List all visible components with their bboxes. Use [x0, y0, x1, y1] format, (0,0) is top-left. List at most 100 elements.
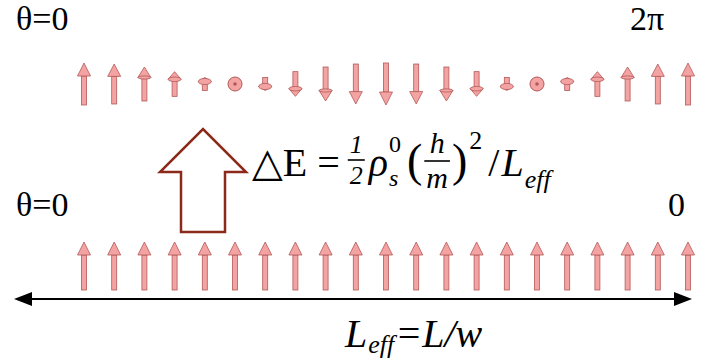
spin-arrow [259, 78, 272, 91]
spin-shaft [474, 255, 479, 290]
spin-arrow [380, 63, 393, 105]
formula-part: 2 [350, 163, 363, 189]
formula-part: / [488, 143, 499, 183]
spin-arrow [319, 67, 332, 101]
spin-arrow [682, 242, 695, 290]
spin-arrow [440, 67, 453, 101]
formula-part: 2 [469, 128, 482, 154]
formula-part: eff [368, 332, 394, 358]
spin-head [500, 242, 513, 255]
spin-shaft [414, 64, 419, 92]
formula-part: =L/w [395, 314, 482, 354]
spin-head [349, 242, 362, 255]
spin-tip-dot [233, 82, 237, 86]
spin-head [682, 242, 695, 255]
spin-arrow [108, 242, 121, 290]
spin-head [380, 92, 393, 105]
spin-head [78, 63, 91, 76]
spin-head-base [319, 89, 332, 92]
spin-head [561, 242, 574, 255]
spin-arrow [319, 242, 332, 290]
spin-arrow [530, 77, 544, 91]
spin-shaft [655, 76, 660, 104]
spin-shaft [565, 255, 570, 290]
formula-part: L [501, 143, 523, 183]
spin-arrow [410, 64, 423, 104]
spin-arrow [591, 72, 604, 97]
spin-arrow [78, 63, 91, 105]
spin-head [108, 64, 121, 76]
spin-shaft [353, 255, 358, 290]
spin-arrow [259, 242, 272, 290]
spin-tip-dot [535, 82, 539, 86]
spin-head [289, 242, 302, 255]
spin-head-base [561, 78, 574, 84]
spin-arrow [651, 64, 664, 104]
spin-shaft [686, 76, 691, 105]
spin-head [682, 63, 695, 76]
spin-arrow [591, 242, 604, 290]
spin-shaft [535, 255, 540, 290]
spin-shaft [82, 255, 87, 290]
spin-shaft [323, 67, 328, 90]
spin-head-base [289, 86, 302, 90]
spin-arrow [500, 78, 513, 91]
spin-arrow [380, 242, 393, 290]
formula-part: = [317, 143, 340, 183]
angle-label: 2π [630, 2, 664, 36]
length-arrow-head [674, 292, 692, 306]
spin-head [380, 242, 393, 255]
spin-arrow [470, 242, 483, 290]
spin-arrow [500, 242, 513, 290]
spin-arrow [440, 242, 453, 290]
spin-head [198, 242, 211, 255]
spin-arrow [682, 63, 695, 105]
spin-head [410, 92, 423, 104]
formula-part: eff [525, 167, 551, 193]
spin-arrow [168, 72, 181, 97]
spin-head [259, 242, 272, 255]
spin-shaft [595, 255, 600, 290]
spin-head-base [259, 83, 272, 89]
spin-head [349, 92, 362, 104]
spin-arrow [621, 242, 634, 290]
uniform-spin-row [78, 242, 695, 290]
spin-head [78, 242, 91, 255]
rotating-spin-row [78, 63, 695, 105]
spin-shaft [323, 255, 328, 290]
length-arrow-line [28, 298, 678, 300]
spin-arrow [651, 242, 664, 290]
spin-shaft [142, 255, 147, 290]
formula-part: s [389, 166, 398, 190]
spin-arrow [108, 64, 121, 104]
formula-part: ) [452, 138, 467, 184]
spin-shaft [384, 63, 389, 92]
spin-head [651, 242, 664, 255]
spin-cone-front [228, 77, 242, 91]
spin-arrow [198, 242, 211, 290]
spin-arrow [289, 242, 302, 290]
spin-head-base [621, 76, 634, 79]
spin-shaft [384, 255, 389, 290]
spin-head [319, 242, 332, 255]
spin-arrow [168, 242, 181, 290]
fraction-bars [348, 160, 450, 161]
spin-arrow [289, 72, 302, 97]
angle-label: 0 [668, 188, 685, 222]
spin-arrow [531, 242, 544, 290]
spin-arrow [561, 78, 574, 91]
spin-head [410, 242, 423, 255]
spin-head-base [168, 77, 181, 81]
spin-arrow [138, 242, 151, 290]
formula-part: m [426, 163, 448, 193]
spin-arrow [138, 67, 151, 101]
spin-shaft [202, 255, 207, 290]
spin-arrow [228, 77, 242, 91]
formula-part: △E [252, 143, 307, 183]
formula-part: 1 [350, 132, 363, 158]
spin-head [621, 242, 634, 255]
spin-shaft [112, 255, 117, 290]
spin-shaft [625, 255, 630, 290]
spin-arrow [470, 72, 483, 97]
spin-shaft [142, 78, 147, 101]
